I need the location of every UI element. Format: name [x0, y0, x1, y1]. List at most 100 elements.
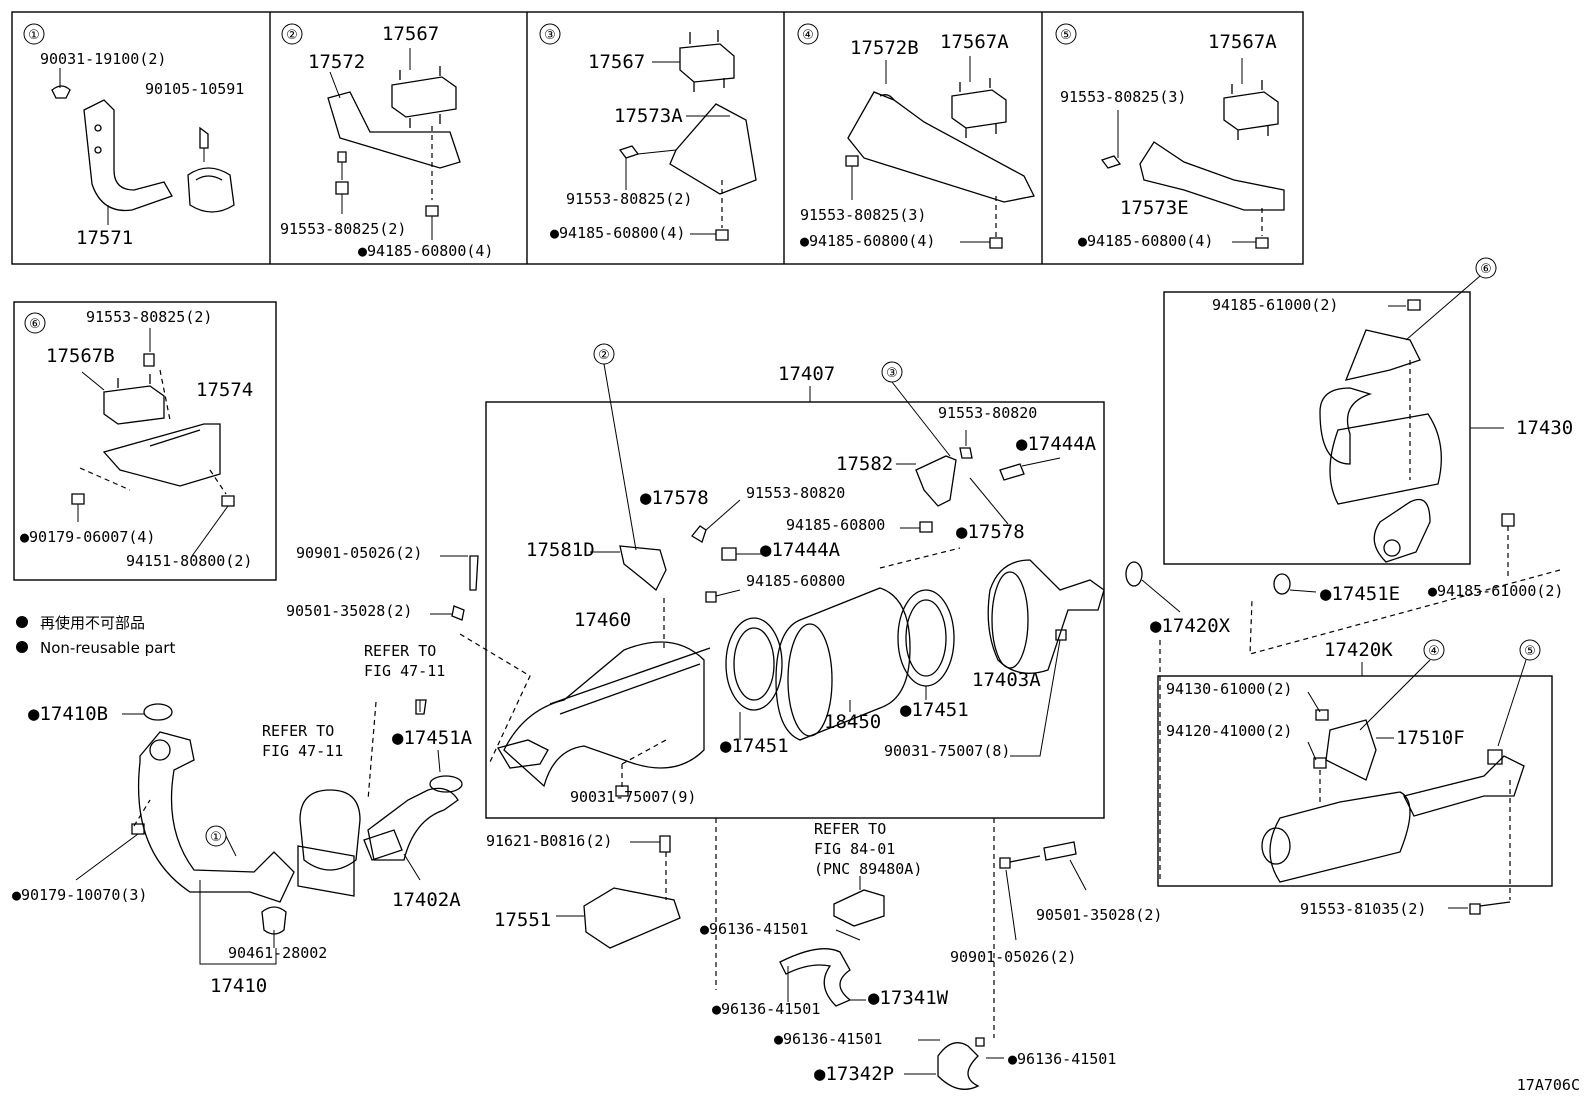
part-90179-06007[interactable]: ●90179-06007(4) — [20, 528, 155, 546]
part-17573E[interactable]: 17573E — [1120, 197, 1189, 219]
part-91553-80820-a[interactable]: 91553-80820 — [938, 404, 1037, 422]
part-94120-41000[interactable]: 94120-41000(2) — [1166, 722, 1292, 740]
part-90105-10591[interactable]: 90105-10591 — [145, 80, 244, 98]
callout-6: ⑥ — [29, 317, 41, 332]
part-17567A-d5[interactable]: 17567A — [1208, 31, 1277, 53]
part-94185-60800-b[interactable]: 94185-60800 — [746, 572, 845, 590]
callout-4-right: ④ — [1428, 644, 1440, 659]
part-96136-41501-a[interactable]: ●96136-41501 — [700, 920, 808, 938]
part-17420K[interactable]: 17420K — [1324, 639, 1393, 661]
part-90501-35028-a[interactable]: 90501-35028(2) — [286, 602, 412, 620]
refer-2b: FIG 47-11 — [262, 742, 343, 760]
part-17410B[interactable]: ●17410B — [28, 703, 108, 725]
part-17451A[interactable]: ●17451A — [392, 727, 473, 749]
part-17341W[interactable]: ●17341W — [868, 987, 949, 1009]
part-90461-28002[interactable]: 90461-28002 — [228, 944, 327, 962]
part-91553-80825-d5[interactable]: 91553-80825(3) — [1060, 88, 1186, 106]
part-17582[interactable]: 17582 — [836, 453, 893, 475]
part-17451-b[interactable]: ●17451 — [900, 699, 969, 721]
part-90031-19100[interactable]: 90031-19100(2) — [40, 50, 166, 68]
part-91553-80820-b[interactable]: 91553-80820 — [746, 484, 845, 502]
part-17571[interactable]: 17571 — [76, 227, 133, 249]
legend: 再使用不可部品 Non-reusable part — [16, 614, 175, 657]
part-17444A-a[interactable]: ●17444A — [1016, 433, 1097, 455]
detail-2: ② 17567 17572 91553-80825(2) ●94185-6080… — [280, 23, 493, 260]
part-94185-60800-d3[interactable]: ●94185-60800(4) — [550, 224, 685, 242]
part-17402A[interactable]: 17402A — [392, 889, 461, 911]
part-90901-05026-b[interactable]: 90901-05026(2) — [950, 948, 1076, 966]
part-17451E[interactable]: ●17451E — [1320, 583, 1400, 605]
part-94151-80800[interactable]: 94151-80800(2) — [126, 552, 252, 570]
callout-2-main: ② — [598, 348, 610, 363]
refer-3b: FIG 84-01 — [814, 840, 895, 858]
callout-2: ② — [286, 28, 298, 43]
part-94185-61000-b[interactable]: ●94185-61000(2) — [1428, 582, 1563, 600]
callout-5: ⑤ — [1060, 28, 1072, 43]
part-17567B[interactable]: 17567B — [46, 345, 115, 367]
detail-3: ③ 17567 17573A 91553-80825(2) ●94185-608… — [539, 23, 757, 242]
part-94130-61000[interactable]: 94130-61000(2) — [1166, 680, 1292, 698]
part-90179-10070[interactable]: ●90179-10070(3) — [12, 886, 147, 904]
part-17567A-d4[interactable]: 17567A — [940, 31, 1009, 53]
part-17578-a[interactable]: ●17578 — [956, 521, 1025, 543]
part-91553-80825-d4[interactable]: 91553-80825(3) — [800, 206, 926, 224]
part-17460[interactable]: 17460 — [574, 609, 631, 631]
part-17410[interactable]: 17410 — [210, 975, 267, 997]
refer-3c: (PNC 89480A) — [814, 860, 922, 878]
callout-1-main: ① — [210, 830, 222, 845]
callout-6-right: ⑥ — [1480, 262, 1492, 277]
part-17581D[interactable]: 17581D — [526, 539, 595, 561]
callout-3: ③ — [544, 28, 556, 43]
part-17567-d3[interactable]: 17567 — [588, 51, 645, 73]
part-17572B[interactable]: 17572B — [850, 37, 919, 59]
part-90501-35028-b[interactable]: 90501-35028(2) — [1036, 906, 1162, 924]
refer-1a: REFER TO — [364, 642, 436, 660]
callout-4: ④ — [802, 28, 814, 43]
part-17420X[interactable]: ●17420X — [1150, 615, 1231, 637]
part-17567[interactable]: 17567 — [382, 23, 439, 45]
rear-muffler-17430: 94185-61000(2) ⑥ 17430 ●94185-61000(2) ●… — [1163, 257, 1573, 655]
part-91553-80825-d3[interactable]: 91553-80825(2) — [566, 190, 692, 208]
part-17342P[interactable]: ●17342P — [814, 1063, 894, 1085]
part-96136-41501-b[interactable]: ●96136-41501 — [712, 1000, 820, 1018]
part-17403A[interactable]: 17403A — [972, 669, 1041, 691]
part-17451-a[interactable]: ●17451 — [720, 735, 789, 757]
front-pipes: 90901-05026(2) 90501-35028(2) REFER TO F… — [12, 544, 531, 997]
part-90031-75007-8[interactable]: 90031-75007(8) — [884, 742, 1010, 760]
part-94185-61000-a[interactable]: 94185-61000(2) — [1212, 296, 1338, 314]
part-17578-b[interactable]: ●17578 — [640, 487, 709, 509]
part-17572[interactable]: 17572 — [308, 51, 365, 73]
part-17430[interactable]: 17430 — [1516, 417, 1573, 439]
detail-strip — [11, 11, 1304, 265]
legend-english: Non-reusable part — [40, 639, 175, 657]
refer-2a: REFER TO — [262, 722, 334, 740]
part-91553-80825[interactable]: 91553-80825(2) — [280, 220, 406, 238]
callout-5-right: ⑤ — [1524, 644, 1536, 659]
detail-6: ⑥ 91553-80825(2) 17567B 17574 ●90179-060… — [13, 301, 277, 581]
part-90031-75007-9[interactable]: 90031-75007(9) — [570, 788, 696, 806]
part-91621-B0816[interactable]: 91621-B0816(2) — [486, 832, 612, 850]
callout-3-main: ③ — [886, 366, 898, 381]
rear-muffler-17420K: 17420K 94130-61000(2) 94120-41000(2) ④ ⑤… — [1157, 639, 1553, 918]
part-94185-60800-a[interactable]: 94185-60800 — [786, 516, 885, 534]
part-90901-05026-a[interactable]: 90901-05026(2) — [296, 544, 422, 562]
detail-5: ⑤ 17567A 91553-80825(3) 17573E ●94185-60… — [1055, 23, 1285, 250]
part-17407[interactable]: 17407 — [778, 363, 835, 385]
refer-3a: REFER TO — [814, 820, 886, 838]
part-94185-60800[interactable]: ●94185-60800(4) — [358, 242, 493, 260]
part-91553-80825-d6[interactable]: 91553-80825(2) — [86, 308, 212, 326]
part-17510F[interactable]: 17510F — [1396, 727, 1465, 749]
part-17574[interactable]: 17574 — [196, 379, 253, 401]
part-94185-60800-d5[interactable]: ●94185-60800(4) — [1078, 232, 1213, 250]
part-18450[interactable]: 18450 — [824, 711, 881, 733]
part-94185-60800-d4[interactable]: ●94185-60800(4) — [800, 232, 935, 250]
part-17573A[interactable]: 17573A — [614, 105, 683, 127]
part-96136-41501-c[interactable]: ●96136-41501 — [774, 1030, 882, 1048]
detail-4: ④ 17572B 17567A 91553-80825(3) ●94185-60… — [797, 23, 1035, 250]
part-91553-81035[interactable]: 91553-81035(2) — [1300, 900, 1426, 918]
part-17551[interactable]: 17551 — [494, 909, 551, 931]
part-96136-41501-d[interactable]: ●96136-41501 — [1008, 1050, 1116, 1068]
callout-1: ① — [28, 28, 40, 43]
part-17444A-b[interactable]: ●17444A — [760, 539, 841, 561]
